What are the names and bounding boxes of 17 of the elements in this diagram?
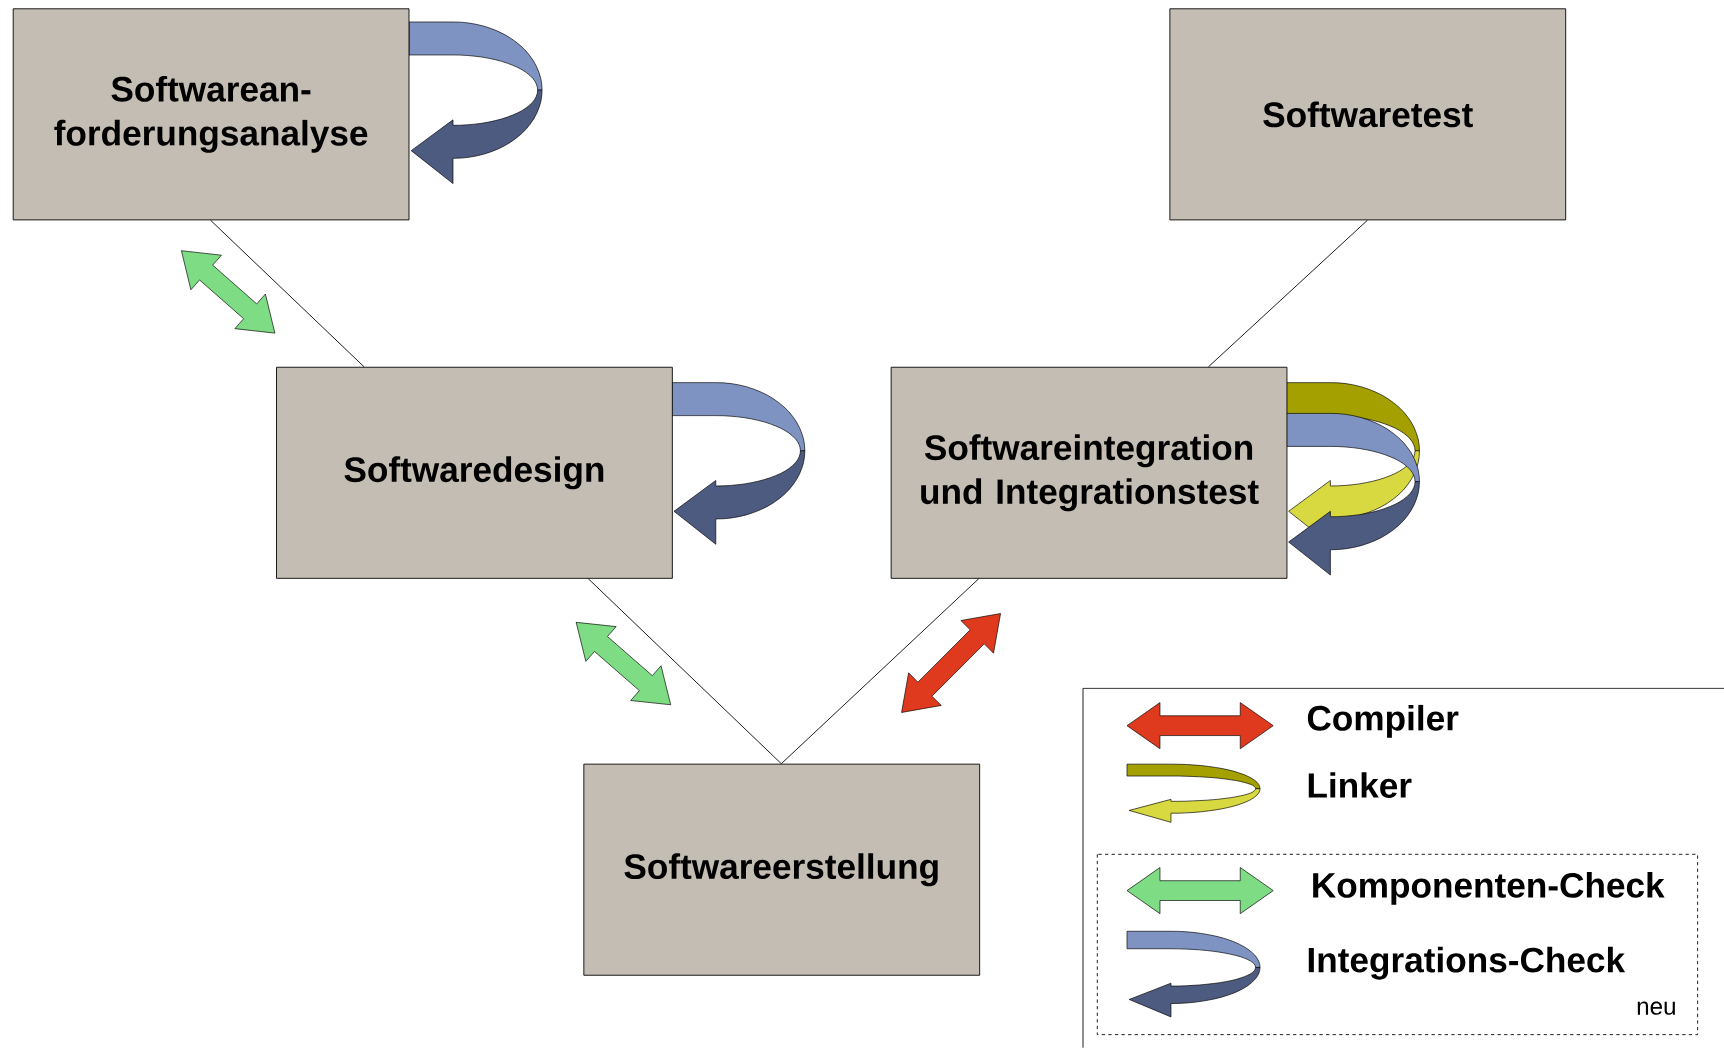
process-box: Softwareerstellung <box>583 763 981 976</box>
double-arrow <box>901 613 1001 713</box>
double-arrow <box>575 622 672 706</box>
process-box: Softwareintegration und Integrationstest <box>890 366 1288 579</box>
double-arrow <box>181 250 276 334</box>
connector-line <box>1208 220 1368 368</box>
note-text: neu <box>1637 1001 1675 1015</box>
connector-line <box>587 578 782 765</box>
legend-label: Linker <box>1308 772 1412 799</box>
process-box: Softwaretest <box>1169 8 1567 221</box>
connector-line <box>780 578 980 765</box>
legend-label: Compiler <box>1307 705 1459 738</box>
process-box: Softwaredesign <box>276 366 673 579</box>
connector-line <box>210 220 365 368</box>
process-box: Softwarean- forderungsanalyse <box>12 8 410 221</box>
legend-label: Integrations-Check <box>1308 946 1626 980</box>
legend-label: Komponenten-Check <box>1313 872 1665 905</box>
